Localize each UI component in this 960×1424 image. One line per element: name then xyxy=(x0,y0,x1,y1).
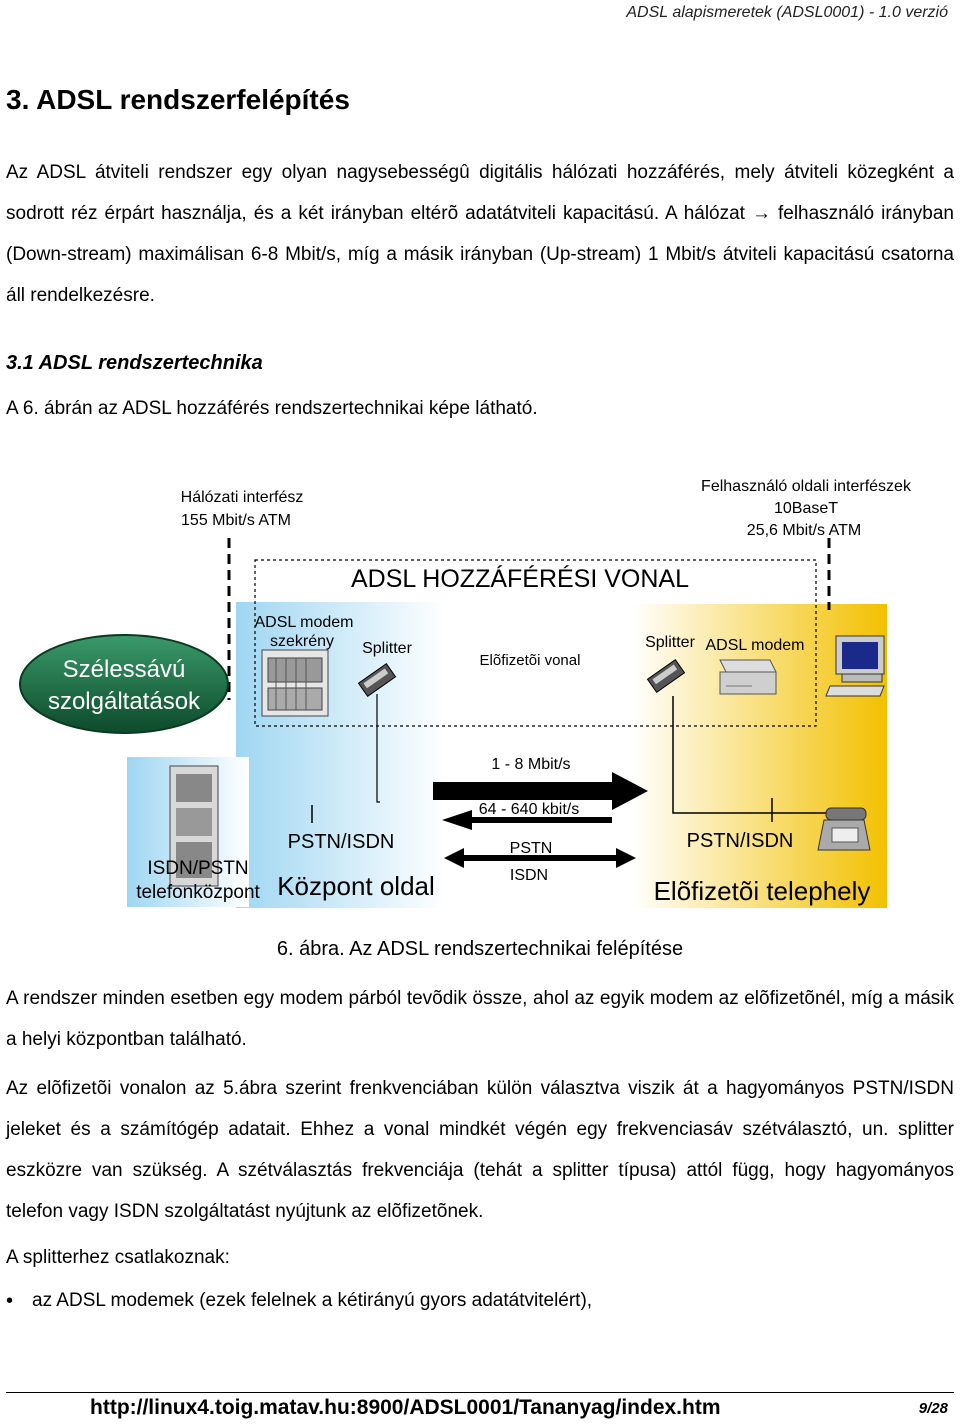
central-side-panel xyxy=(236,602,446,908)
figure-intro: A 6. ábrán az ADSL hozzáférés rendszerte… xyxy=(6,398,538,419)
adsl-modem-icon xyxy=(719,659,777,695)
pstn-label: PSTN xyxy=(510,840,553,857)
exchange-rack-icon xyxy=(169,765,219,887)
paragraph-splitter: Az elõfizetõi vonalon az 5.ábra szerint … xyxy=(6,1078,954,1222)
user-interface-atm: 25,6 Mbit/s ATM xyxy=(747,522,861,539)
network-interface-rate: 155 Mbit/s ATM xyxy=(181,512,291,529)
central-side-label: Központ oldal xyxy=(277,871,435,901)
figure-caption: 6. ábra. Az ADSL rendszertechnikai felép… xyxy=(276,938,684,960)
subscriber-site-label: Elõfizetõi telephely xyxy=(654,876,871,906)
pstn-isdn-central-label: PSTN/ISDN xyxy=(288,831,395,853)
modem-cabinet-label-line1: ADSL modem xyxy=(255,614,354,631)
splitter-left-icon xyxy=(357,662,397,698)
telephone-icon xyxy=(817,807,871,851)
computer-icon xyxy=(825,635,885,697)
pstn-isdn-subscriber-label: PSTN/ISDN xyxy=(687,830,794,852)
paragraph-intro: Az ADSL átviteli rendszer egy olyan nagy… xyxy=(6,162,954,306)
downstream-arrow xyxy=(433,772,648,810)
bullet-item-adsl-modems: az ADSL modemek (ezek felelnek a kétirán… xyxy=(32,1290,593,1311)
footer-url[interactable]: http://linux4.toig.matav.hu:8900/ADSL000… xyxy=(90,1396,721,1419)
broadband-label-line2: szolgáltatások xyxy=(48,688,201,715)
splitter-left-label: Splitter xyxy=(362,640,412,657)
splitter-right-icon xyxy=(646,658,686,694)
section-title: 3. ADSL rendszerfelépítés xyxy=(6,84,350,115)
broadband-services-oval xyxy=(19,634,229,734)
adsl-system-diagram: Hálózati interfész 155 Mbit/s ATM Felhas… xyxy=(19,478,912,908)
modem-cabinet-label-line2: szekrény xyxy=(270,633,334,650)
user-interface-10baset: 10BaseT xyxy=(774,500,838,517)
subscriber-wire xyxy=(376,694,380,803)
footer-divider xyxy=(6,1392,954,1393)
adsl-modem-label: ADSL modem xyxy=(706,637,805,654)
adsl-line-title: ADSL HOZZÁFÉRÉSI VONAL xyxy=(351,564,689,593)
network-interface-label: Hálózati interfész xyxy=(181,489,304,506)
phone-wire-right xyxy=(672,696,829,814)
broadband-label-line1: Szélessávú xyxy=(63,656,186,683)
page-number: 9/28 xyxy=(918,1400,948,1417)
subsection-title: 3.1 ADSL rendszertechnika xyxy=(6,352,263,374)
user-interface-label: Felhasználó oldali interfészek xyxy=(701,478,912,495)
adsl-access-line-box xyxy=(254,559,817,727)
splitter-right-label: Splitter xyxy=(645,634,695,651)
exchange-label-line1: ISDN/PSTN xyxy=(147,858,248,879)
exchange-label-line2: telefonközpont xyxy=(136,882,260,903)
document-header: ADSL alapismeretek (ADSL0001) - 1.0 verz… xyxy=(626,4,948,21)
modem-cabinet-icon xyxy=(261,649,329,717)
pstn-double-arrow xyxy=(444,848,636,868)
upstream-rate-label: 64 - 640 kbit/s xyxy=(479,801,580,818)
downstream-rate-label: 1 - 8 Mbit/s xyxy=(491,756,570,773)
upstream-arrow xyxy=(442,810,612,830)
isdn-label: ISDN xyxy=(510,867,548,884)
paragraph-splitter-connect: A splitterhez csatlakoznak: xyxy=(6,1247,230,1268)
subscriber-line-label: Elõfizetõi vonal xyxy=(480,652,581,669)
paragraph-modem-pair: A rendszer minden esetben egy modem párb… xyxy=(6,988,954,1050)
bullet-marker: • xyxy=(6,1290,14,1312)
